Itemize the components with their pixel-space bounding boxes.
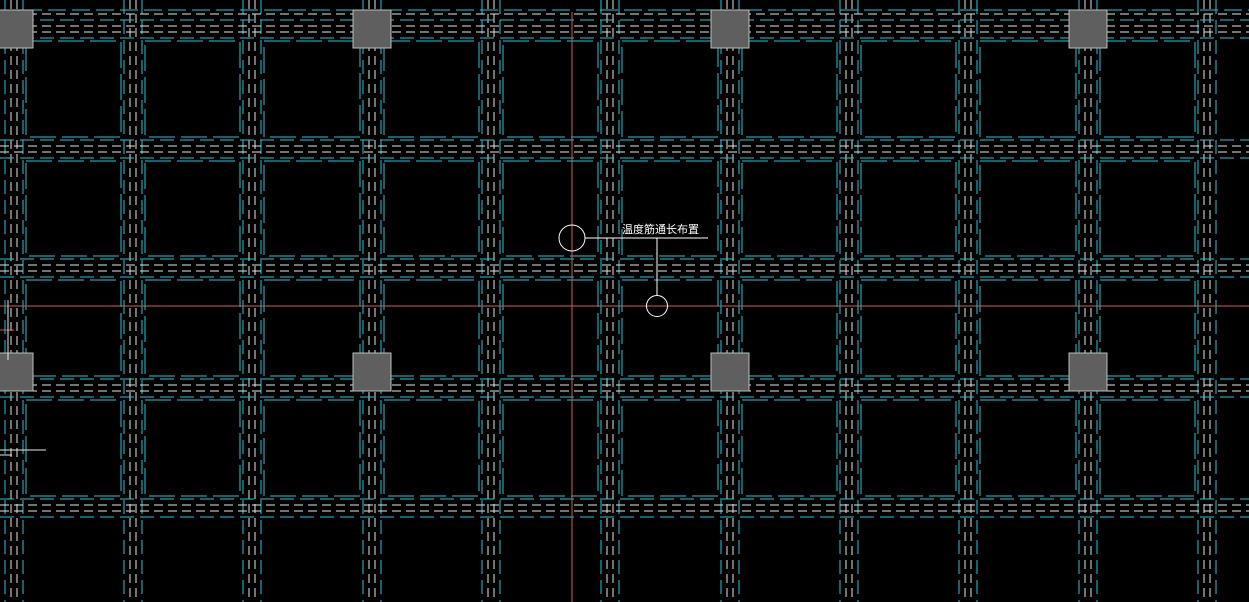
slab-panel [144, 279, 241, 377]
slab-panel [979, 279, 1077, 377]
slab-panel [1099, 399, 1196, 497]
slab-panel [263, 40, 361, 138]
slab-panel [621, 399, 719, 497]
leader-circle-bottom [646, 295, 668, 317]
slab-panel [383, 279, 480, 377]
slab-panel [144, 160, 241, 257]
slab-panel [383, 160, 480, 257]
slab-panel [621, 40, 719, 138]
slab-panel [860, 40, 957, 138]
column [0, 9, 34, 49]
column [710, 9, 750, 49]
slab-panel [979, 399, 1077, 497]
slab-panel [263, 160, 361, 257]
slab-panel [979, 160, 1077, 257]
slab-panel [25, 399, 122, 497]
slab-panel [741, 279, 838, 377]
slab-panel [383, 399, 480, 497]
slab-panel [1099, 279, 1196, 377]
slab-panel [263, 399, 361, 497]
column [352, 9, 392, 49]
annotation-text: 温度筋通长布置 [622, 222, 699, 236]
slab-panel [741, 160, 838, 257]
slab-panel [741, 40, 838, 138]
slab-panel [502, 160, 599, 257]
columns-layer [0, 9, 1108, 392]
slab-panel [25, 279, 122, 377]
slab-panel [979, 40, 1077, 138]
column [0, 352, 34, 392]
slab-panel [741, 399, 838, 497]
slab-panel [144, 40, 241, 138]
column [352, 352, 392, 392]
slab-panel [383, 40, 480, 138]
slab-panel [621, 160, 719, 257]
slab-panel [25, 160, 122, 257]
slab-panel [502, 399, 599, 497]
slab-panel [1099, 160, 1196, 257]
column [710, 352, 750, 392]
column [1068, 352, 1108, 392]
leader-annotation[interactable]: 温度筋通长布置 [558, 222, 708, 317]
slab-panel [860, 399, 957, 497]
slab-panel [860, 279, 957, 377]
slab-panel [144, 399, 241, 497]
cursor-crosshair [0, 12, 1249, 602]
slab-panel [1099, 40, 1196, 138]
slab-panel [263, 279, 361, 377]
slab-panel [502, 40, 599, 138]
column [1068, 9, 1108, 49]
slab-panel [25, 40, 122, 138]
slab-panel [502, 279, 599, 377]
slab-panel [860, 160, 957, 257]
left-edge-marks [0, 300, 46, 456]
slab-panel [621, 279, 719, 377]
